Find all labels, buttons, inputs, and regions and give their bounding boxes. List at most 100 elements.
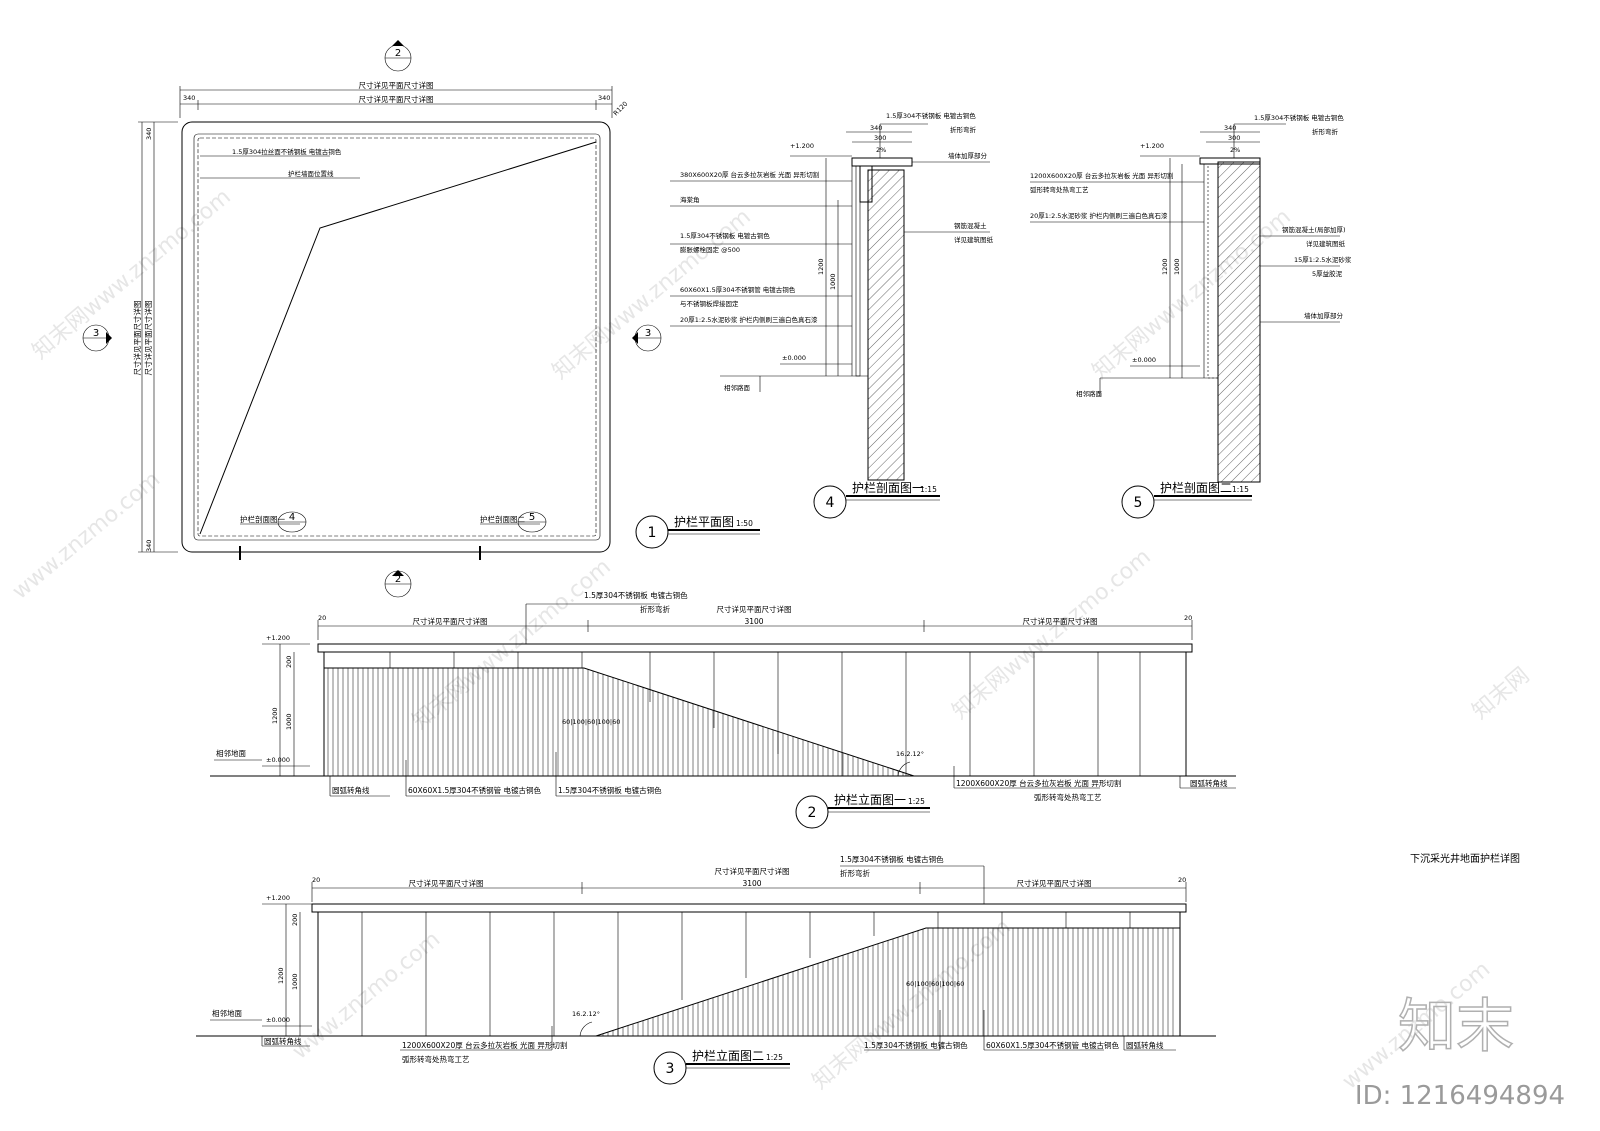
plan-dim-340-bottom: 340 — [145, 540, 153, 552]
sec1-note-2: 380X600X20厚 台云多拉灰岩板 光面 异形切割 — [680, 170, 820, 179]
sec1-note-r1: 钢筋混凝土 — [954, 221, 987, 230]
sec2-note-3: 相邻路面 — [1076, 389, 1103, 398]
elev1-dim-end-left: 20 — [318, 614, 326, 622]
elev2-ground: 相邻地面 — [212, 1008, 242, 1018]
elev2-dim-top: 尺寸详见平面尺寸详图 — [715, 866, 790, 876]
elev2-dim-end-left: 20 — [312, 876, 320, 884]
sec1-dim-1000: 1000 — [829, 273, 837, 290]
elev2-top-note-1: 1.5厚304不锈钢板 电镀古铜色 — [840, 854, 944, 864]
plan-view: 尺寸详见平面尺寸详图 尺寸详见平面尺寸详图 340 340 尺寸详见平面尺寸详图… — [82, 40, 760, 598]
elev1-level-zero: ±0.000 — [266, 756, 290, 764]
elev1-scale: 1:25 — [908, 797, 925, 806]
plan-elev-ref-bottom: 2 — [395, 574, 401, 585]
sec2-slope: 2% — [1230, 146, 1240, 154]
sec2-note-2: 20厚1:2.5水泥砂浆 护栏内侧刷三遍白色真石漆 — [1030, 211, 1168, 220]
plan-scale: 1:50 — [736, 519, 753, 528]
elevation-2: 尺寸详见平面尺寸详图 3100 尺寸详见平面尺寸详图 尺寸详见平面尺寸详图 20… — [196, 854, 1216, 1085]
elev2-callout-2: 弧形转弯处热弯工艺 — [402, 1054, 470, 1064]
plan-sec-ref-b-label: 护栏剖面图二 — [480, 514, 525, 524]
elev1-callout-5: 圆弧转角线 — [1190, 778, 1228, 788]
plan-dim-top-outer: 尺寸详见平面尺寸详图 — [359, 80, 434, 90]
sec2-dim-340: 340 — [1224, 124, 1236, 132]
elev2-spacing: 60|100|60|100|60 — [906, 980, 964, 988]
plan-elev-ref-right: 3 — [645, 328, 651, 339]
sec2-level-zero: ±0.000 — [1132, 356, 1156, 364]
sec2-note-0: 1200X600X20厚 台云多拉灰岩板 光面 异形切割 — [1030, 171, 1174, 180]
elev2-callouts: 圆弧转角线 1200X600X20厚 台云多拉灰岩板 光面 异形切割 弧形转弯处… — [261, 1010, 1176, 1064]
sec1-title: 护栏剖面图一 — [852, 480, 924, 495]
svg-text:www.znzmo.com: www.znzmo.com — [8, 467, 165, 605]
elev1-callout-num: 2 — [808, 805, 817, 821]
sec2-note-r6: 墙体加厚部分 — [1304, 311, 1344, 320]
svg-text:知末网www.znzmo.com: 知末网www.znzmo.com — [1088, 204, 1296, 384]
elev1-callout-0: 圆弧转角线 — [332, 785, 370, 795]
elev1-callout-2: 1.5厚304不锈钢板 电镀古铜色 — [558, 785, 662, 795]
elev2-level-top: +1.200 — [266, 894, 290, 902]
sec1-callout-num: 4 — [826, 495, 835, 511]
plan-sec-ref-b-num: 5 — [529, 512, 535, 523]
sec2-level-top: +1.200 — [1140, 142, 1164, 150]
sec2-callout-num: 5 — [1134, 495, 1143, 511]
svg-text:知末网www.znzmo.com: 知末网www.znzmo.com — [408, 554, 616, 734]
plan-sec-ref-a-num: 4 — [289, 512, 295, 523]
plan-sec-ref-a-label: 护栏剖面图一 — [240, 514, 285, 524]
elev1-spacing: 60|100|60|100|60 — [562, 718, 620, 726]
svg-text:知末网www.znzmo.com: 知末网www.znzmo.com — [28, 184, 236, 364]
elev2-dim-right: 尺寸详见平面尺寸详图 — [1017, 878, 1092, 888]
sec1-note-r2: 详见建筑图纸 — [954, 235, 994, 244]
sec1-note-0: 1.5厚304不锈钢板 电镀古铜色 — [886, 111, 976, 120]
elev1-ground: 相邻地面 — [216, 748, 246, 758]
sec2-dim-1200: 1200 — [1161, 258, 1169, 275]
plan-radius: R120 — [612, 100, 630, 118]
sec2-note-r1: 折形弯折 — [1312, 127, 1339, 136]
sheet-title: 下沉采光井地面护栏详图 — [1410, 852, 1520, 865]
brand-logo: 知末 — [1398, 992, 1514, 1060]
elev1-callout-4: 弧形转弯处热弯工艺 — [1034, 792, 1102, 802]
elev1-level-top: +1.200 — [266, 634, 290, 642]
elev2-callout-4: 60X60X1.5厚304不锈钢管 电镀古铜色 — [986, 1040, 1119, 1050]
elev1-callout-1: 60X60X1.5厚304不锈钢管 电镀古铜色 — [408, 785, 541, 795]
plan-callout-num: 1 — [648, 525, 657, 541]
elev1-dim-200: 200 — [285, 656, 293, 668]
elev2-callout-0: 圆弧转角线 — [264, 1036, 302, 1046]
elev2-dim-mid: 3100 — [742, 879, 761, 888]
elevation-1: 尺寸详见平面尺寸详图 3100 尺寸详见平面尺寸详图 尺寸详见平面尺寸详图 20… — [210, 590, 1236, 829]
plan-note-plate: 1.5厚304拉丝面不锈钢板 电镀古铜色 — [232, 147, 342, 156]
elev2-dim-end-right: 20 — [1178, 876, 1186, 884]
plan-dim-left-inner: 尺寸详见平面尺寸详图 — [143, 301, 153, 376]
elev1-dim-top: 尺寸详见平面尺寸详图 — [717, 604, 792, 614]
elev2-top-note-2: 折形弯折 — [840, 868, 870, 878]
elev2-callout-num: 3 — [666, 1061, 675, 1077]
plan-title: 护栏平面图 — [674, 514, 734, 529]
plan-elev-ref-left: 3 — [93, 328, 99, 339]
sec1-scale: 1:15 — [920, 485, 937, 494]
elev1-dim-1000: 1000 — [285, 713, 293, 730]
elev2-scale: 1:25 — [766, 1053, 783, 1062]
elev2-posts — [317, 912, 1181, 1036]
elev2-angle: 16.2.12° — [572, 1010, 600, 1018]
plan-dim-340-left: 340 — [183, 94, 195, 102]
sec1-note-8: 20厚1:2.5水泥砂浆 护栏内侧刷三遍白色真石漆 — [680, 315, 818, 324]
sec1-note-6: 60X60X1.5厚304不锈钢管 电镀古铜色 — [680, 285, 796, 294]
sec2-notes-left: 1200X600X20厚 台云多拉灰岩板 光面 异形切割 弧形转弯处热弯工艺 2… — [1030, 171, 1204, 398]
svg-text:知末网www.znzmo.com: 知末网www.znzmo.com — [948, 544, 1156, 724]
plan-dim-left-outer: 尺寸详见平面尺寸详图 — [132, 301, 142, 376]
sec2-note-r2: 钢筋混凝土(局部加厚) — [1282, 225, 1346, 234]
sec2-title: 护栏剖面图二 — [1160, 480, 1232, 495]
plan-dim-top-inner: 尺寸详见平面尺寸详图 — [359, 94, 434, 104]
elev1-dim-1200: 1200 — [271, 707, 279, 724]
sec1-slope: 2% — [876, 146, 886, 154]
sec2-dim-1000: 1000 — [1173, 258, 1181, 275]
elev2-bars — [602, 928, 1174, 1036]
elev2-callout-5: 圆弧转角线 — [1126, 1040, 1164, 1050]
elev1-dim-end-right: 20 — [1184, 614, 1192, 622]
elev2-title: 护栏立面图二 — [692, 1048, 764, 1063]
sec1-note-9: 相邻路面 — [724, 383, 751, 392]
sec2-note-1: 弧形转弯处热弯工艺 — [1030, 185, 1089, 194]
sec1-dim-340: 340 — [870, 124, 882, 132]
elev2-dim-left: 尺寸详见平面尺寸详图 — [409, 878, 484, 888]
elev2-level-zero: ±0.000 — [266, 1016, 290, 1024]
section-1: 340 300 2% 1200 1000 +1.200 ±0.000 1.5厚3… — [670, 111, 994, 519]
elev1-callouts: 圆弧转角线 60X60X1.5厚304不锈钢管 电镀古铜色 1.5厚304不锈钢… — [329, 752, 1236, 802]
